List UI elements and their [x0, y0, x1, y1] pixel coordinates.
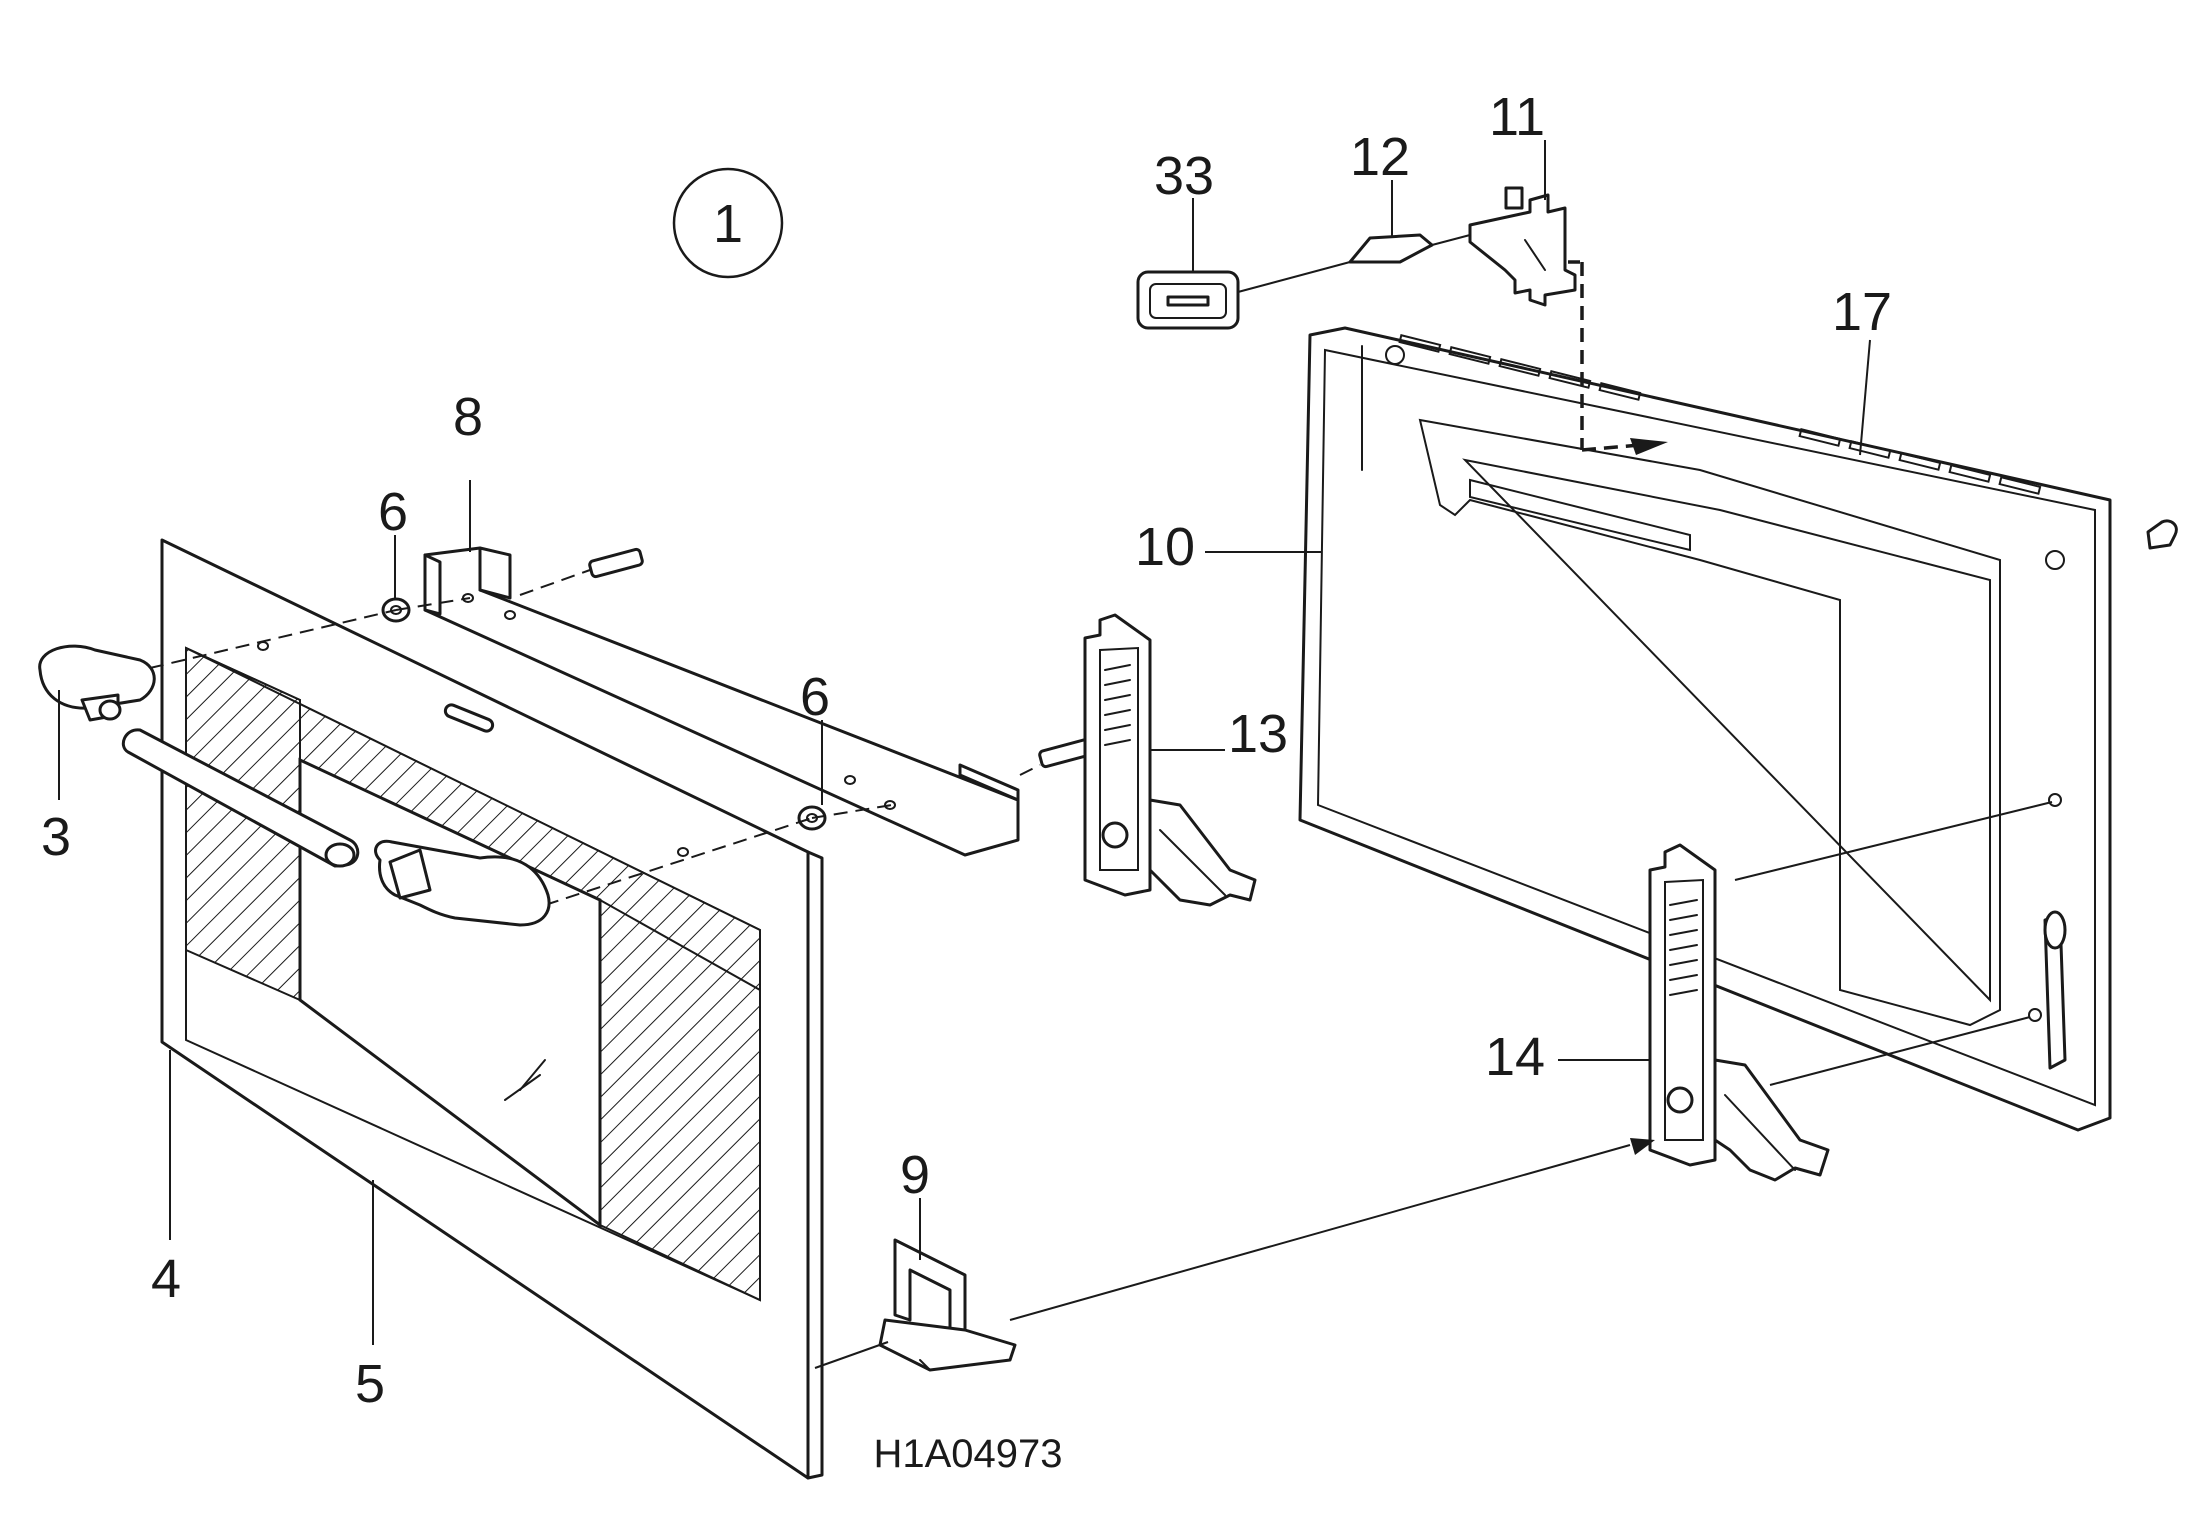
callout-9: 9: [900, 1145, 930, 1205]
bracket-screw-bottom: [1019, 737, 1094, 776]
handle-rod: [121, 728, 360, 868]
view-circle: [672, 167, 784, 279]
frame-screw: [2146, 519, 2178, 550]
callout-6-bottom: 6: [800, 667, 830, 727]
handle-end-cap-left: [38, 644, 156, 722]
panel-hole: [677, 847, 689, 857]
handle-end-cap-right: [374, 839, 551, 927]
callout-3: 3: [41, 807, 71, 867]
callout-12: 12: [1350, 127, 1410, 187]
switch-arrow: [1630, 438, 1668, 455]
drawing-number: H1A04973: [873, 1432, 1062, 1476]
switch-cap: [1136, 261, 1351, 330]
callout-5: 5: [355, 1354, 385, 1414]
door-switch: [1468, 186, 1577, 307]
assembly-arrow: [1630, 1138, 1655, 1155]
callout-8: 8: [453, 387, 483, 447]
hinge-left: [1083, 613, 1257, 907]
outer-door-panel: [160, 538, 824, 1480]
door-bottom-clip: [878, 1238, 1017, 1372]
callout-33: 33: [1154, 146, 1214, 206]
inner-door-frame: [1298, 326, 2112, 1132]
hinge-right: [1648, 843, 1830, 1182]
callout-6-top: 6: [378, 482, 408, 542]
callout-17: 17: [1832, 282, 1892, 342]
callout-10: 10: [1135, 517, 1195, 577]
callout-14: 14: [1485, 1027, 1545, 1087]
frame-slots: [1398, 334, 2042, 495]
callout-13: 13: [1228, 704, 1288, 764]
callout-11: 11: [1489, 87, 1545, 147]
callout-4: 4: [151, 1249, 181, 1309]
view-number: 1: [713, 194, 743, 254]
handle-bracket: [423, 546, 1020, 857]
bracket-screw-top: [519, 547, 644, 596]
switch-lever: [1348, 233, 1471, 264]
